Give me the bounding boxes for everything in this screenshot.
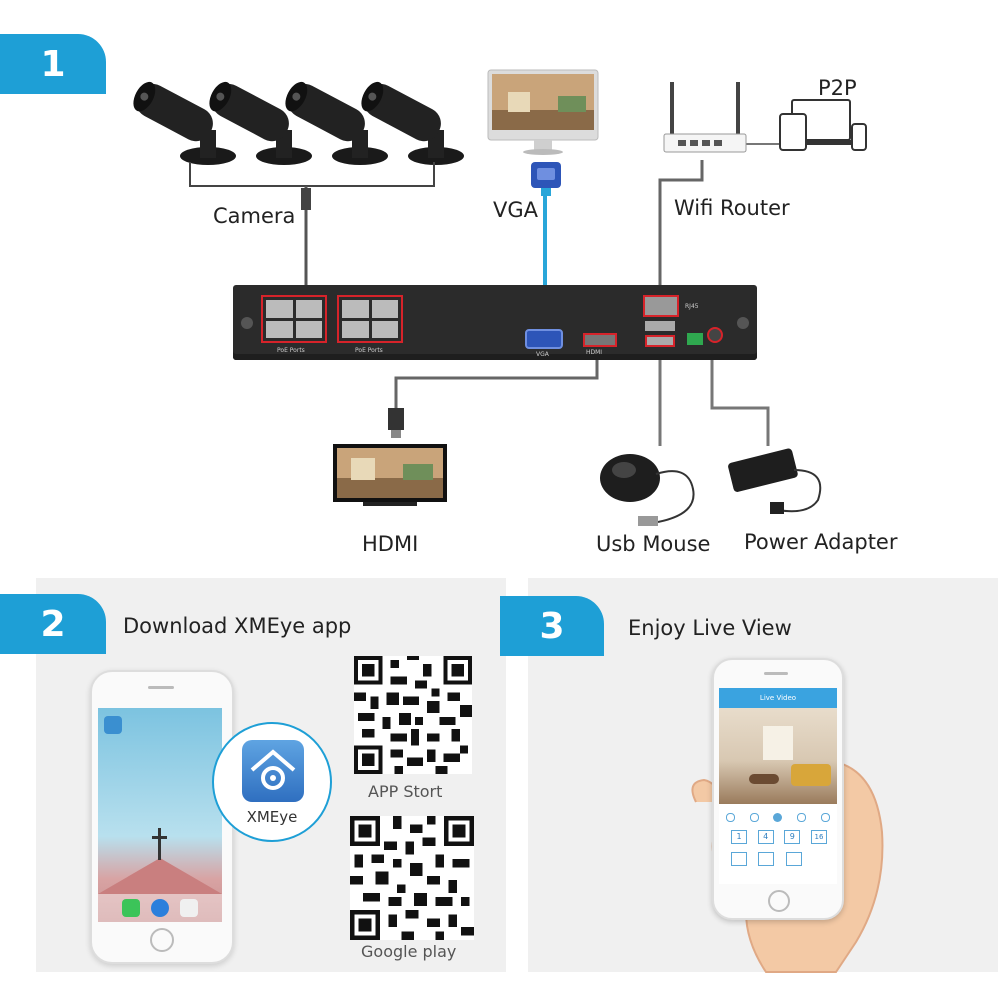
camera-icon <box>133 81 236 165</box>
video-table <box>749 774 779 784</box>
vga-connector-icon <box>531 162 561 196</box>
poe-ports-right <box>337 295 403 343</box>
church-cross-bar <box>152 836 167 839</box>
grid-16-button[interactable]: 16 <box>810 830 827 844</box>
ethernet-port <box>295 300 322 318</box>
ethernet-port <box>266 300 293 318</box>
hdmi-port <box>583 333 617 347</box>
ptz-icon[interactable] <box>731 852 747 866</box>
camera-label: Camera <box>213 204 296 228</box>
power-adapter-label: Power Adapter <box>744 530 898 554</box>
power-adapter-icon <box>728 448 822 514</box>
live-view-title: Enjoy Live View <box>628 616 792 640</box>
grid-buttons: 1 4 9 16 <box>731 830 827 844</box>
p2p-devices-icon <box>779 99 867 151</box>
ethernet-port <box>342 320 369 338</box>
phone-live: Live Video 1 4 9 16 <box>712 658 844 920</box>
safari-icon <box>151 899 169 917</box>
phone-home-button <box>768 890 790 912</box>
download-title: Download XMEye app <box>123 614 352 638</box>
ethernet-port <box>295 320 322 338</box>
poe-ports-left-label: PoE Ports <box>277 347 305 354</box>
live-screen: Live Video 1 4 9 16 <box>719 688 837 884</box>
spacer-icon <box>813 852 827 864</box>
phone-download <box>90 670 234 964</box>
poe-ports-left <box>261 295 327 343</box>
control-buttons <box>731 852 827 866</box>
quality-icon[interactable] <box>758 852 775 866</box>
p2p-label: P2P <box>818 76 857 100</box>
hdmi-label: HDMI <box>362 532 419 556</box>
app-store-qr-icon[interactable] <box>354 656 472 774</box>
step-3-badge: 3 <box>500 596 604 656</box>
live-header: Live Video <box>719 688 837 708</box>
camera-icon <box>361 81 464 165</box>
vga-monitor-icon <box>487 69 599 155</box>
hdmi-port-label: HDMI <box>586 349 603 356</box>
playback-icon[interactable] <box>785 852 802 866</box>
grid-9-button[interactable]: 9 <box>784 830 801 844</box>
record-icon[interactable] <box>797 812 807 822</box>
google-play-qr-icon[interactable] <box>350 816 474 940</box>
step-1-number: 1 <box>40 43 66 85</box>
phone-speaker <box>148 686 174 689</box>
snapshot-icon[interactable] <box>749 812 759 822</box>
church-roof <box>98 858 222 894</box>
vga-label: VGA <box>493 198 539 222</box>
usb-port <box>645 321 675 331</box>
router-icon <box>663 82 747 153</box>
phone-home-button <box>150 928 174 952</box>
power-port <box>707 327 723 343</box>
camera-icon <box>285 81 388 165</box>
mouse-icon <box>600 454 695 526</box>
usb-mouse-label: Usb Mouse <box>596 532 711 556</box>
step-2-badge: 2 <box>0 594 106 654</box>
xmeye-badge: XMEye <box>212 722 332 842</box>
mini-app-icon <box>104 716 122 734</box>
talk-icon[interactable] <box>820 812 830 822</box>
cameras-group <box>133 81 464 165</box>
vga-port-label: VGA <box>536 351 549 358</box>
rj45-label: RJ45 <box>685 303 699 310</box>
grid-1-button[interactable]: 1 <box>731 830 747 844</box>
live-toolbar <box>719 810 837 824</box>
live-screen-title: Live Video <box>759 694 797 702</box>
grid-4-button[interactable]: 4 <box>757 830 774 844</box>
step-1-badge: 1 <box>0 34 106 94</box>
rj45-port <box>643 295 679 317</box>
mic-icon[interactable] <box>726 812 736 822</box>
ethernet-port <box>266 320 293 338</box>
hdmi-plug-icon <box>388 408 404 438</box>
wifi-router-label: Wifi Router <box>674 196 790 220</box>
phone-call-icon <box>122 899 140 917</box>
video-sofa <box>791 764 831 786</box>
vga-port <box>525 329 563 349</box>
nvr-box: PoE Ports PoE Ports VGA HDMI RJ45 <box>233 285 757 360</box>
usb-port <box>645 335 675 347</box>
step-2-number: 2 <box>40 603 66 645</box>
video-window <box>763 726 793 760</box>
poe-ports-right-label: PoE Ports <box>355 347 383 354</box>
ethernet-port <box>342 300 369 318</box>
app-store-label: APP Stort <box>368 782 443 801</box>
church-cross <box>158 828 161 860</box>
nvr-screw-left <box>241 317 253 329</box>
step-3-number: 3 <box>539 605 565 647</box>
music-icon <box>180 899 198 917</box>
phone-screen <box>98 708 222 922</box>
terminal-block <box>687 333 703 345</box>
xmeye-app-icon[interactable] <box>242 740 304 802</box>
ethernet-port <box>371 320 398 338</box>
hdmi-tv-icon <box>333 444 447 506</box>
google-play-label: Google play <box>361 942 457 961</box>
home-icon[interactable] <box>773 812 783 822</box>
xmeye-app-name: XMEye <box>246 808 298 826</box>
live-video-feed <box>719 708 837 804</box>
phone-speaker <box>764 672 788 675</box>
ethernet-port <box>371 300 398 318</box>
camera-icon <box>209 81 312 165</box>
nvr-screw-right <box>737 317 749 329</box>
